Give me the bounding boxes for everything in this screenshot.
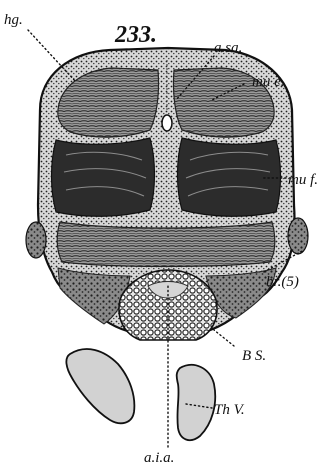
label-asa: a.sa. bbox=[214, 40, 242, 56]
leader-bs bbox=[214, 330, 234, 346]
thoracic-vessel-left bbox=[66, 349, 134, 423]
central-vessel bbox=[162, 115, 172, 131]
label-thv: Th V. bbox=[214, 402, 245, 418]
section-body bbox=[26, 48, 308, 340]
thoracic-vessels bbox=[66, 349, 215, 440]
thoracic-vessel-right bbox=[177, 365, 216, 440]
muscle-right-flexor bbox=[178, 138, 281, 216]
label-hg: hg. bbox=[4, 12, 23, 28]
muscle-left-flexor bbox=[52, 138, 155, 216]
branchia-left bbox=[26, 222, 46, 258]
figure-number: 233. bbox=[114, 22, 157, 48]
label-aia: a.i.a. bbox=[144, 450, 174, 466]
label-br: br.(5) bbox=[266, 274, 299, 290]
transverse-band bbox=[57, 222, 275, 267]
label-muf: mu f. bbox=[288, 172, 318, 188]
branchia-right bbox=[288, 218, 308, 254]
label-mue: mu e. bbox=[252, 74, 285, 90]
label-bs: B S. bbox=[242, 348, 266, 364]
